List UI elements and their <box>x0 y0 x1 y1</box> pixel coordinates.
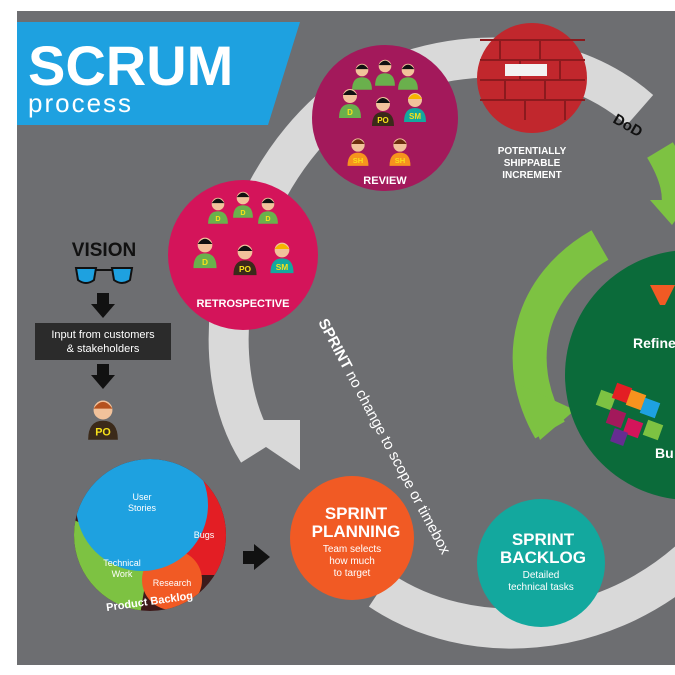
review-label: REVIEW <box>363 175 407 187</box>
role-label: PO <box>239 264 252 274</box>
segment-label-user: User <box>132 492 151 502</box>
sprint-planning-desc2: how much <box>329 556 375 567</box>
segment-label-research: Research <box>153 578 192 588</box>
role-label: PO <box>377 116 389 125</box>
segment-label-technical: Technical <box>103 558 141 568</box>
cycle-arrowhead <box>226 420 300 470</box>
retrospective-label: RETROSPECTIVE <box>197 298 290 310</box>
build-label: Bu <box>655 445 674 461</box>
developer-avatar <box>398 63 418 90</box>
stakeholder-avatar: SH <box>347 138 369 166</box>
scrum_master-avatar: SM <box>270 242 294 274</box>
developer-avatar: D <box>339 89 361 118</box>
role-label: D <box>265 214 270 223</box>
role-label: SH <box>395 156 406 165</box>
segment-label-work: Work <box>112 569 133 579</box>
sprint-planning-desc3: to target <box>334 568 371 579</box>
retrospective-circle: D D D D PO SM RETROSPECTIVE <box>168 180 318 330</box>
refinement-label: Refine <box>633 335 675 351</box>
role-label: D <box>240 208 245 217</box>
role-label: SH <box>353 156 364 165</box>
developer-avatar: D <box>233 191 253 218</box>
increment-line3: INCREMENT <box>502 170 561 181</box>
product_owner-avatar: PO <box>233 244 257 276</box>
role-label: D <box>202 257 208 267</box>
scrum_master-avatar: SM <box>404 93 426 122</box>
sprint-planning-desc1: Team selects <box>323 544 381 555</box>
developer-avatar: D <box>208 197 228 224</box>
developer-avatar <box>352 63 372 90</box>
title-main: SCRUM <box>28 34 233 97</box>
role-label: SM <box>409 112 421 121</box>
input-text-line2: & stakeholders <box>67 343 140 355</box>
developer-avatar <box>375 59 395 86</box>
po-figure: PO <box>88 400 118 440</box>
developer-avatar: D <box>193 237 217 269</box>
input-box <box>35 323 171 360</box>
sprint-backlog-title2: BACKLOG <box>500 548 586 567</box>
funnel-icon <box>650 285 675 305</box>
right-arrow-icon <box>243 544 270 570</box>
increment-line2: SHIPPABLE <box>504 158 561 169</box>
down-arrow-icon-2 <box>91 364 115 389</box>
role-label: SM <box>276 262 289 272</box>
down-arrow-icon-1 <box>91 293 115 318</box>
segment-label-stories: Stories <box>128 503 157 513</box>
sprint-backlog-circle: SPRINT BACKLOG Detailed technical tasks <box>477 499 605 627</box>
role-label: D <box>347 108 353 117</box>
sprint-planning-circle: SPRINT PLANNING Team selects how much to… <box>290 476 414 600</box>
product_owner-avatar: PO <box>372 97 394 126</box>
vision-label: VISION <box>72 240 136 261</box>
glasses-icon <box>74 267 134 284</box>
sprint-backlog-title1: SPRINT <box>512 530 575 549</box>
segment-user-stories <box>76 459 208 571</box>
product-backlog-circle: User Stories Bugs Technical Work Researc… <box>74 459 226 611</box>
developer-avatar: D <box>258 197 278 224</box>
title-sub: process <box>28 88 133 118</box>
role-label: PO <box>95 427 111 439</box>
sprint-backlog-desc2: technical tasks <box>508 582 574 593</box>
input-text-line1: Input from customers <box>51 329 155 341</box>
role-label: D <box>215 214 220 223</box>
sprint-planning-title1: SPRINT <box>325 504 388 523</box>
puzzle-icon <box>595 382 664 446</box>
sprint-backlog-desc1: Detailed <box>523 570 560 581</box>
refinement-circle <box>565 250 675 500</box>
review-circle: D PO SM SH SH REVIEW <box>312 45 458 191</box>
sprint-planning-title2: PLANNING <box>312 522 401 541</box>
stakeholder-avatar: SH <box>389 138 411 166</box>
product-owner-avatar: PO <box>88 400 118 440</box>
segment-label-bugs: Bugs <box>194 530 215 540</box>
title-banner: SCRUM process <box>17 22 300 125</box>
increment-brick-icon <box>477 23 587 133</box>
increment-line1: POTENTIALLY <box>498 146 567 157</box>
